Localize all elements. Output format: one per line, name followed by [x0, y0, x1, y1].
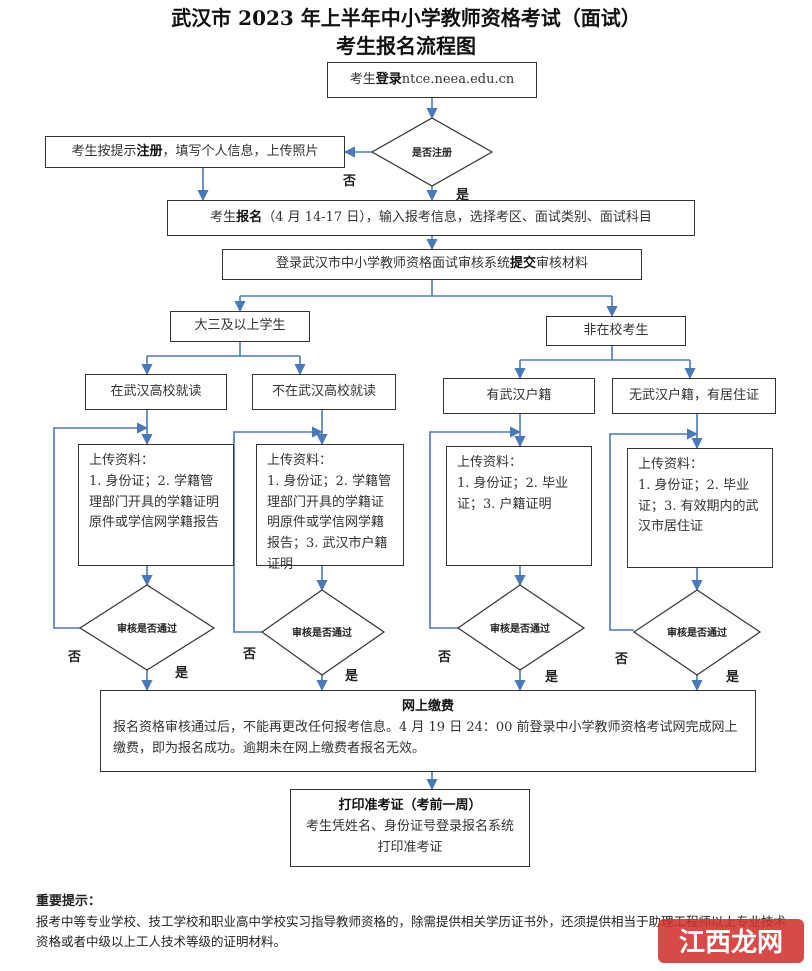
- col3-upload-box: 上传资料： 1. 身份证；2. 毕业证；3. 户籍证明: [446, 446, 592, 566]
- nonstudent-box: 非在校考生: [546, 316, 686, 346]
- signup-bold: 报名: [236, 209, 263, 225]
- print-title: 打印准考证（考前一周）: [338, 798, 482, 813]
- col3-head: 有武汉户籍: [443, 378, 595, 414]
- register-box: 考生按提示注册，填写个人信息，上传照片: [45, 136, 345, 168]
- no-label-3: 否: [438, 650, 452, 665]
- print-body: 考生凭姓名、身份证号登录报名系统打印准考证: [305, 818, 514, 855]
- tips-title: 重要提示：: [36, 894, 102, 909]
- register-pre: 考生按提示: [71, 143, 137, 159]
- col3-upload-label: 上传资料：: [457, 455, 523, 470]
- yes-label-1: 是: [175, 666, 189, 681]
- review-diamond-2: [260, 589, 386, 676]
- no-label-2: 否: [243, 647, 257, 662]
- yes-label-2: 是: [345, 669, 359, 684]
- col1-head: 在武汉高校就读: [85, 374, 227, 410]
- review-label-4: 审核是否通过: [667, 626, 727, 639]
- watermark-logo: 江西龙网: [658, 919, 804, 963]
- col4-upload-box: 上传资料： 1. 身份证；2. 毕业证；3. 有效期内的武汉市居住证: [627, 448, 773, 568]
- yes-label-register: 是: [456, 188, 470, 203]
- signup-box: 考生报名（4 月 14-17 日），输入报考信息，选择考区、面试类别、面试科目: [167, 200, 695, 236]
- col4-head: 无武汉户籍，有居住证: [612, 378, 776, 414]
- submit-bold: 提交: [509, 256, 536, 272]
- submit-box: 登录武汉市中小学教师资格面试审核系统提交审核材料: [222, 249, 642, 280]
- registered-diamond: [370, 117, 494, 187]
- page-title: 武汉市 2023 年上半年中小学教师资格考试（面试）: [171, 6, 641, 30]
- no-label-register: 否: [343, 174, 357, 189]
- signup-post: （4 月 14-17 日），输入报考信息，选择考区、面试类别、面试科目: [262, 209, 652, 225]
- col4-docs: 1. 身份证；2. 毕业证；3. 有效期内的武汉市居住证: [638, 477, 759, 535]
- no-label-4: 否: [615, 652, 629, 667]
- register-post: ，填写个人信息，上传照片: [162, 143, 319, 159]
- login-bold: 登录: [375, 71, 402, 87]
- col2-head: 不在武汉高校就读: [252, 374, 396, 410]
- review-diamond-1: [78, 584, 216, 671]
- signup-pre: 考生: [210, 209, 237, 225]
- registered-diamond-label: 是否注册: [411, 146, 452, 159]
- col2-docs: 1. 身份证；2. 学籍管理部门开具的学籍证明原件或学信网学籍报告；3. 武汉市…: [267, 473, 392, 572]
- login-url: ntce.neea.edu.cn: [401, 71, 515, 87]
- watermark-text: 江西龙网: [679, 928, 783, 958]
- col2-upload-label: 上传资料：: [267, 453, 333, 468]
- submit-post: 审核材料: [536, 256, 589, 272]
- submit-pre: 登录武汉市中小学教师资格面试审核系统: [275, 256, 510, 272]
- login-pre: 考生: [349, 71, 376, 87]
- payment-title: 网上缴费: [401, 699, 454, 714]
- review-label-3: 审核是否通过: [490, 622, 550, 635]
- no-label-1: 否: [68, 650, 82, 665]
- register-bold: 注册: [136, 143, 163, 159]
- col2-upload-box: 上传资料： 1. 身份证；2. 学籍管理部门开具的学籍证明原件或学信网学籍报告；…: [256, 444, 404, 572]
- login-box: 考生登录 ntce.neea.edu.cn: [327, 62, 537, 98]
- payment-box: 网上缴费 报名资格审核通过后，不能再更改任何报考信息。4 月 19 日 24：0…: [100, 690, 756, 772]
- col3-docs: 1. 身份证；2. 毕业证；3. 户籍证明: [457, 475, 569, 512]
- col4-upload-label: 上传资料：: [638, 457, 704, 472]
- review-label-1: 审核是否通过: [117, 622, 177, 635]
- page-subtitle: 考生报名流程图: [336, 34, 476, 58]
- review-label-2: 审核是否通过: [292, 626, 352, 639]
- col1-docs: 1. 身份证；2. 学籍管理部门开具的学籍证明原件或学信网学籍报告: [89, 473, 220, 531]
- yes-label-3: 是: [545, 670, 559, 685]
- review-diamond-4: [632, 589, 762, 676]
- review-diamond-3: [456, 584, 586, 671]
- payment-body: 报名资格审核通过后，不能再更改任何报考信息。4 月 19 日 24：00 前登录…: [113, 719, 738, 756]
- tips-body: 报考中等专业学校、技工学校和职业高中学校实习指导教师资格的，除需提供相关学历证书…: [36, 914, 787, 949]
- col1-upload-label: 上传资料：: [89, 453, 155, 468]
- senior-box: 大三及以上学生: [170, 311, 310, 342]
- col1-upload-box: 上传资料： 1. 身份证；2. 学籍管理部门开具的学籍证明原件或学信网学籍报告: [78, 444, 234, 566]
- yes-label-4: 是: [726, 670, 740, 685]
- print-box: 打印准考证（考前一周） 考生凭姓名、身份证号登录报名系统打印准考证: [290, 789, 530, 867]
